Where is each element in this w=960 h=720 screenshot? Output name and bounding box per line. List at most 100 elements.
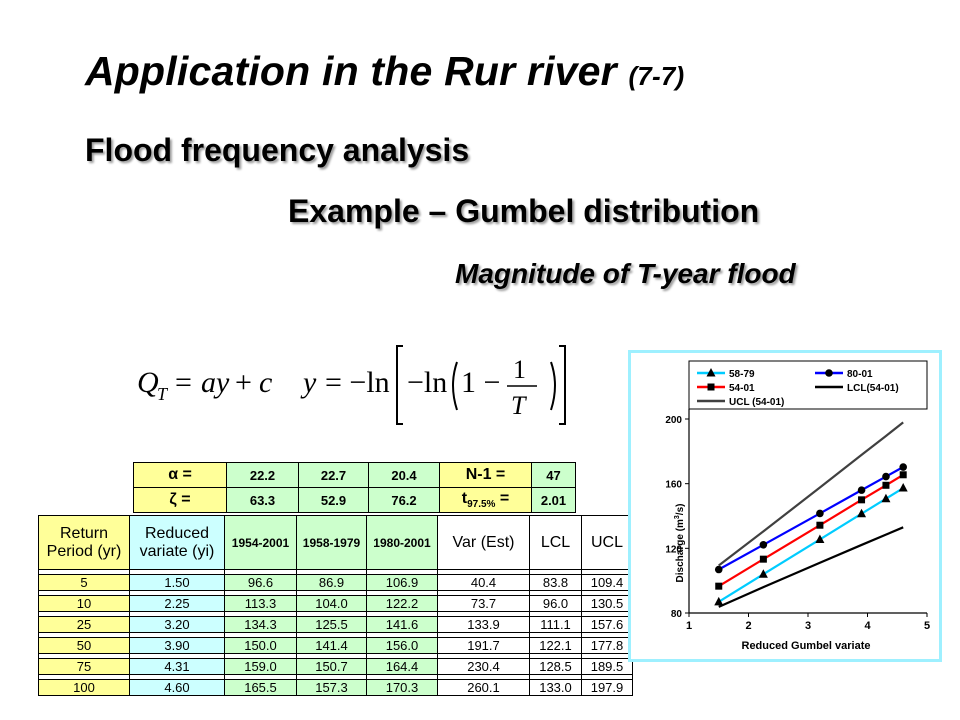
cell-reduced-variate: 3.90: [129, 637, 225, 654]
heading-flood-frequency: Flood frequency analysis: [85, 132, 470, 168]
cell-ucl: 130.5: [581, 595, 633, 612]
data-point-triangle: [706, 368, 716, 377]
legend-label: 54-01: [729, 383, 755, 394]
header-1980-2001: 1980-2001: [366, 515, 438, 570]
svg-text:Q: Q: [137, 366, 159, 399]
zeta-1980-2001: 76.2: [368, 487, 440, 513]
legend-label: 58-79: [729, 369, 755, 380]
heading-gumbel: Example – Gumbel distribution: [288, 193, 760, 229]
data-point-circle: [882, 472, 890, 481]
cell-q-1954-2001: 159.0: [224, 658, 297, 675]
gumbel-formula: Q T = ay + c y = −ln −ln 1 − 1 T: [137, 345, 566, 425]
cell-ucl: 109.4: [581, 574, 633, 591]
cell-ucl: 197.9: [581, 679, 633, 696]
header-return-period: Return Period (yr): [38, 515, 130, 570]
y-tick-label: 80: [671, 609, 683, 620]
svg-text:−ln: −ln: [407, 366, 447, 399]
cell-reduced-variate: 4.60: [129, 679, 225, 696]
x-tick-label: 5: [924, 620, 930, 632]
param-row-zeta: ζ = 63.3 52.9 76.2 t97.5% = 2.01: [133, 487, 576, 513]
data-point-circle: [857, 486, 866, 494]
cell-q-1958-1979: 157.3: [296, 679, 367, 696]
cell-q-1980-2001: 164.4: [366, 658, 438, 675]
data-point-square: [759, 555, 767, 563]
data-point-circle: [714, 565, 723, 574]
cell-q-1958-1979: 141.4: [296, 637, 367, 654]
legend-label: LCL(54-01): [847, 383, 899, 394]
legend-box: [688, 360, 928, 410]
table-row-spacer: [38, 611, 633, 617]
cell-lcl: 111.1: [529, 616, 582, 633]
header-1954-2001: 1954-2001: [224, 515, 297, 570]
data-point-square: [715, 582, 723, 590]
table-header-row: Return Period (yr) Reduced variate (yi) …: [38, 515, 633, 570]
cell-return-period: 100: [38, 679, 130, 696]
legend-label: 80-01: [847, 369, 873, 380]
slide-title-suffix: (7-7): [628, 61, 685, 91]
series-line: [718, 487, 904, 603]
t-label-end: =: [495, 489, 510, 507]
svg-text:y: y: [300, 366, 317, 399]
cell-ucl: 177.8: [581, 637, 633, 654]
zeta-1958-1979: 52.9: [298, 487, 369, 513]
cell-reduced-variate: 2.25: [129, 595, 225, 612]
x-tick-label: 3: [805, 620, 811, 632]
cell-var-est: 133.9: [437, 616, 530, 633]
cell-q-1980-2001: 106.9: [366, 574, 438, 591]
series-line: [718, 421, 904, 567]
cell-q-1958-1979: 150.7: [296, 658, 367, 675]
header-var-est: Var (Est): [437, 515, 530, 570]
cell-lcl: 133.0: [529, 679, 582, 696]
param-row-alpha: α = 22.2 22.7 20.4 N-1 = 47: [133, 462, 576, 488]
cell-q-1954-2001: 113.3: [224, 595, 297, 612]
header-1958-1979: 1958-1979: [296, 515, 367, 570]
cell-var-est: 260.1: [437, 679, 530, 696]
cell-reduced-variate: 4.31: [129, 658, 225, 675]
header-lcl: LCL: [529, 515, 582, 570]
alpha-1980-2001: 20.4: [368, 462, 440, 488]
slide-title-main: Application in the Rur river: [85, 48, 617, 94]
series-line: [718, 466, 904, 571]
data-point-triangle: [758, 569, 768, 578]
t-label-sub: 97.5%: [467, 499, 496, 511]
series-80-01: [714, 463, 907, 574]
data-point-triangle: [898, 483, 908, 492]
svg-text:= −ln: = −ln: [325, 366, 390, 399]
cell-return-period: 25: [38, 616, 130, 633]
svg-text:+: +: [235, 366, 252, 399]
cell-reduced-variate: 1.50: [129, 574, 225, 591]
chart-xlabel: Reduced Gumbel variate: [742, 640, 871, 652]
cell-lcl: 128.5: [529, 658, 582, 675]
x-tick-label: 2: [745, 620, 751, 632]
chart-svg: 58-79 80-01 54-01 LCL(54-01) UCL (54-01) 801…: [665, 360, 930, 652]
cell-var-est: 191.7: [437, 637, 530, 654]
data-point-square: [707, 383, 715, 391]
chart-plot: [714, 421, 908, 608]
cell-ucl: 157.6: [581, 616, 633, 633]
svg-text:T: T: [157, 384, 169, 404]
cell-return-period: 5: [38, 574, 130, 591]
header-ucl: UCL: [581, 515, 633, 570]
data-point-square: [816, 521, 824, 529]
svg-text:T: T: [511, 391, 527, 420]
cell-q-1958-1979: 86.9: [296, 574, 367, 591]
cell-q-1958-1979: 104.0: [296, 595, 367, 612]
cell-lcl: 83.8: [529, 574, 582, 591]
cell-q-1958-1979: 125.5: [296, 616, 367, 633]
series-line: [718, 526, 904, 608]
alpha-1958-1979: 22.7: [298, 462, 369, 488]
svg-text:c: c: [259, 366, 272, 399]
cell-q-1980-2001: 122.2: [366, 595, 438, 612]
cell-q-1980-2001: 170.3: [366, 679, 438, 696]
zeta-label: ζ =: [133, 487, 227, 513]
x-tick-label: 1: [686, 620, 692, 632]
legend-label: UCL (54-01): [729, 397, 784, 408]
cell-var-est: 230.4: [437, 658, 530, 675]
data-point-triangle: [815, 534, 825, 543]
chart-ylabel: Discharge (m3/s): [674, 504, 686, 583]
alpha-1954-2001: 22.2: [226, 462, 299, 488]
cell-return-period: 10: [38, 595, 130, 612]
